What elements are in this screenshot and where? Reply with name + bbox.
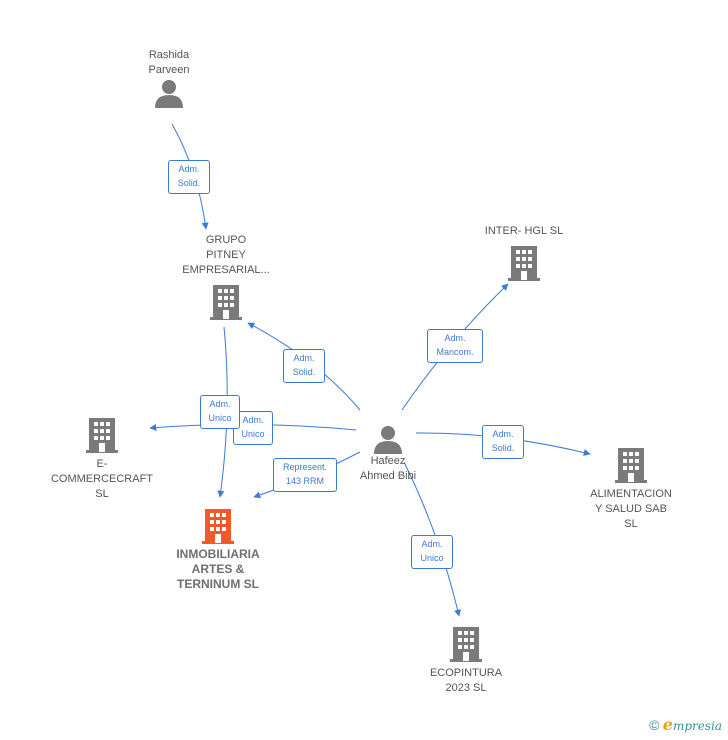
person-icon <box>124 78 214 108</box>
brand-credit[interactable]: © empresia <box>649 715 722 734</box>
edge-label-grupo-inmobiliaria[interactable]: Adm. Unico <box>200 395 240 429</box>
company-name-alimentacion: ALIMENTACION Y SALUD SAB SL <box>590 488 672 530</box>
edge-label-hafeez-inmobiliaria[interactable]: Represent. 143 RRM <box>273 458 337 492</box>
building-icon <box>414 626 518 662</box>
person-icon <box>343 424 433 454</box>
company-node-alimentacion[interactable]: ALIMENTACION Y SALUD SAB SL <box>576 447 686 532</box>
edge-label-hafeez-alimentacion[interactable]: Adm. Solid. <box>482 425 524 459</box>
person-node-hafeez[interactable]: Hafeez Ahmed Bibi <box>343 424 433 484</box>
copyright-icon: © <box>649 717 660 733</box>
brand-logo: empresia <box>662 715 722 734</box>
company-node-ecommerce[interactable]: E- COMMERCECRAFT SL <box>46 417 158 502</box>
building-icon <box>576 447 686 483</box>
building-icon <box>468 245 580 281</box>
building-icon <box>171 284 281 320</box>
company-name-inter: INTER- HGL SL <box>484 225 564 237</box>
company-node-inter[interactable]: INTER- HGL SL <box>468 224 580 281</box>
company-name-ecopintura: ECOPINTURA 2023 SL <box>429 667 503 694</box>
edge-label-rashida-grupo[interactable]: Adm. Solid. <box>168 160 210 194</box>
edge-label-hafeez-inter[interactable]: Adm. Mancom. <box>427 329 483 363</box>
building-icon <box>46 417 158 453</box>
company-node-inmobiliaria[interactable]: INMOBILIARIA ARTES & TERNINUM SL <box>158 508 278 592</box>
building-icon <box>158 508 278 544</box>
company-node-ecopintura[interactable]: ECOPINTURA 2023 SL <box>414 626 518 696</box>
person-node-rashida[interactable]: Rashida Parveen <box>124 48 214 108</box>
edge-label-hafeez-ecopintura[interactable]: Adm. Unico <box>411 535 453 569</box>
person-name-rashida: Rashida Parveen <box>148 49 190 76</box>
company-name-ecommerce: E- COMMERCECRAFT SL <box>50 458 154 500</box>
company-node-grupo[interactable]: GRUPO PITNEY EMPRESARIAL... <box>171 233 281 320</box>
company-name-inmobiliaria: INMOBILIARIA ARTES & TERNINUM SL <box>176 547 260 591</box>
company-name-grupo: GRUPO PITNEY EMPRESARIAL... <box>182 234 270 276</box>
edge-label-hafeez-grupo[interactable]: Adm. Solid. <box>283 349 325 383</box>
person-name-hafeez: Hafeez Ahmed Bibi <box>359 455 417 482</box>
